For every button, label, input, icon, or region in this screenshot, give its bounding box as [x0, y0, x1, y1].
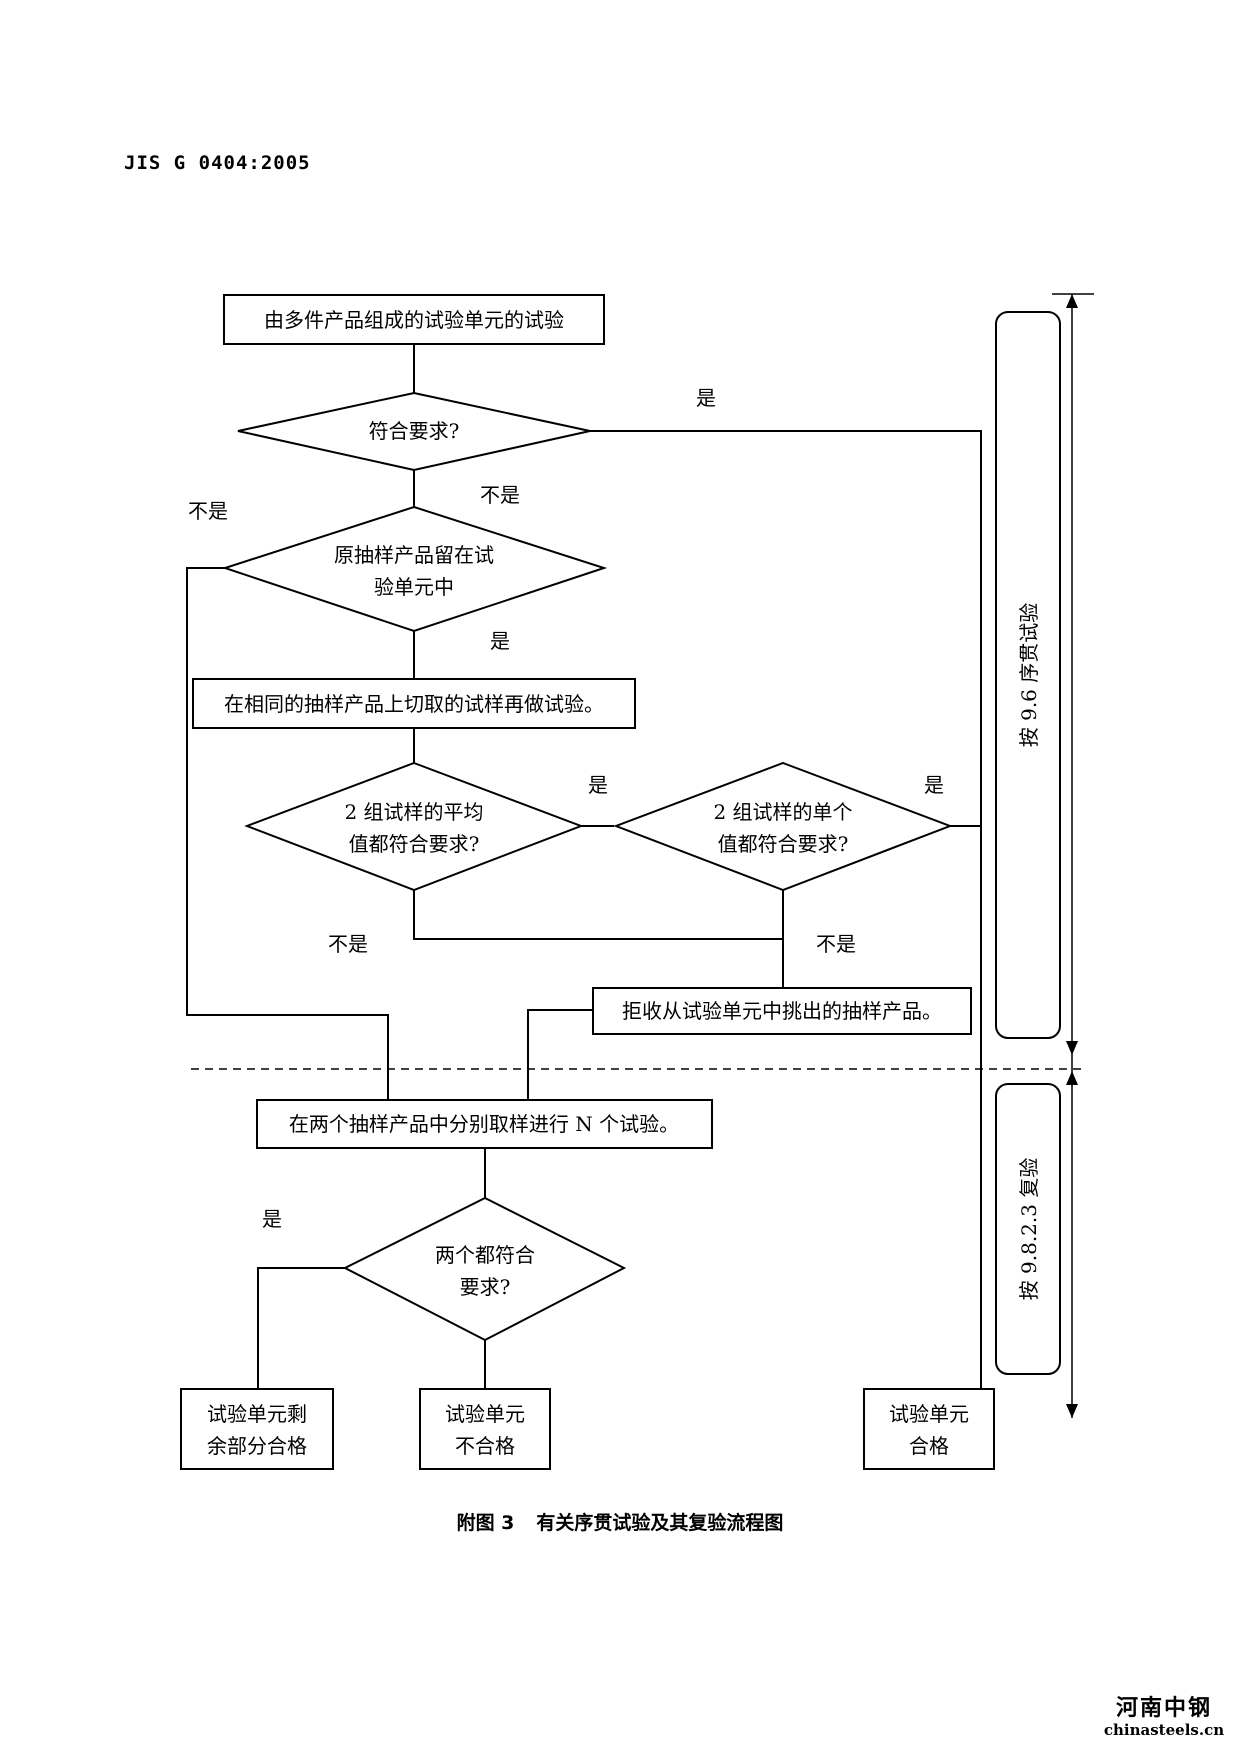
- connector-both-yes: [257, 1267, 345, 1389]
- n-tests-box: [256, 1099, 713, 1149]
- decision-original-label-1: 原抽样产品留在试: [334, 543, 494, 567]
- result-pass-box: [863, 1388, 995, 1470]
- result-fail-box: [419, 1388, 551, 1470]
- start-box: [223, 294, 605, 345]
- result-remaining-label-1: 试验单元剩: [207, 1402, 307, 1426]
- figure-number: 附图 3: [456, 1512, 515, 1534]
- decision-individual-label-2: 值都符合要求?: [718, 832, 849, 856]
- connector-reject-to-ntests: [527, 1009, 593, 1100]
- watermark-logo-text: 河南中钢: [1115, 1696, 1212, 1721]
- label-no-meets: 不是: [480, 483, 520, 507]
- side-label-retest: 按 9.8.2.3 复验: [1017, 1158, 1041, 1301]
- connector-meets-yes: [590, 430, 982, 1389]
- reject-box: [592, 987, 972, 1035]
- arrow-bottom: [1066, 1404, 1078, 1418]
- decision-both-label-1: 两个都符合: [435, 1243, 535, 1267]
- n-tests-box-label: 在两个抽样产品中分别取样进行 N 个试验。: [289, 1112, 679, 1136]
- side-label-sequential: 按 9.6 序贯试验: [1017, 603, 1041, 748]
- retest-box-label: 在相同的抽样产品上切取的试样再做试验。: [224, 692, 604, 716]
- connector-original-no: [186, 567, 389, 1100]
- watermark-site: chinasteels.cn: [1103, 1721, 1225, 1739]
- decision-original-label-2: 验单元中: [374, 575, 454, 599]
- result-remaining-box: [180, 1388, 334, 1470]
- reject-box-label: 拒收从试验单元中挑出的抽样产品。: [622, 999, 942, 1023]
- decision-meets-label: 符合要求?: [369, 419, 460, 443]
- side-box-retest: [995, 1083, 1061, 1375]
- result-remaining-label-2: 余部分合格: [207, 1434, 307, 1458]
- result-pass-label-1: 试验单元: [889, 1402, 969, 1426]
- decision-original-sample: [221, 505, 608, 633]
- decision-both: [342, 1196, 627, 1342]
- result-pass-label-2: 合格: [909, 1434, 949, 1458]
- figure-caption: 附图 3 有关序贯试验及其复验流程图: [0, 1508, 1240, 1535]
- start-box-label: 由多件产品组成的试验单元的试验: [264, 308, 564, 332]
- label-yes-individual: 是: [924, 773, 944, 797]
- label-yes-meets: 是: [696, 386, 716, 410]
- label-no-individual: 不是: [816, 932, 856, 956]
- watermark-logo: 河南中钢 chinasteels.cn: [1094, 1696, 1234, 1740]
- label-yes-both: 是: [262, 1207, 282, 1231]
- label-yes-average: 是: [588, 773, 608, 797]
- decision-meets: [237, 391, 591, 472]
- side-box-sequential: [995, 311, 1061, 1039]
- decision-average: [244, 761, 584, 892]
- decision-average-label-2: 值都符合要求?: [349, 832, 480, 856]
- arrow-mid-down: [1066, 1071, 1078, 1085]
- decision-individual: [613, 761, 953, 892]
- standard-code: JIS G 0404:2005: [124, 152, 311, 174]
- label-no-average: 不是: [328, 932, 368, 956]
- connector-average-no: [413, 890, 783, 940]
- result-fail-label-1: 试验单元: [445, 1402, 525, 1426]
- decision-individual-label-1: 2 组试样的单个: [713, 800, 852, 824]
- retest-box: [192, 678, 636, 729]
- arrow-mid-up: [1066, 1041, 1078, 1055]
- label-yes-original: 是: [490, 629, 510, 653]
- decision-both-label-2: 要求?: [460, 1275, 511, 1299]
- figure-title: 有关序贯试验及其复验流程图: [536, 1512, 784, 1534]
- label-no-original: 不是: [188, 499, 228, 523]
- decision-average-label-1: 2 组试样的平均: [344, 800, 483, 824]
- result-fail-label-2: 不合格: [455, 1434, 515, 1458]
- arrow-top: [1066, 294, 1078, 308]
